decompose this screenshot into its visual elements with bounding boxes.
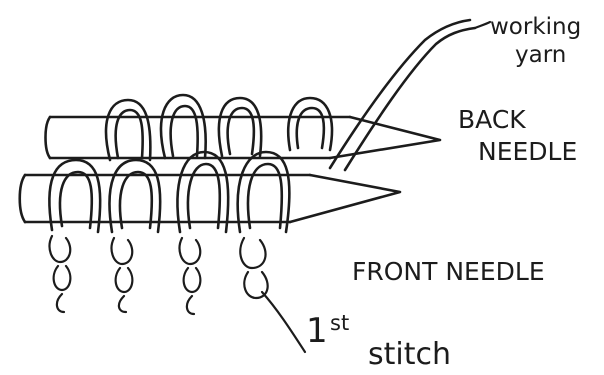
label-back-needle-2: NEEDLE	[478, 137, 577, 166]
label-front-needle: FRONT NEEDLE	[352, 257, 545, 286]
working-yarn	[330, 20, 475, 170]
label-working-yarn-2: yarn	[515, 42, 566, 68]
back-needle-stitches	[106, 95, 332, 160]
label-back-needle-1: BACK	[458, 105, 526, 134]
front-needle	[20, 175, 400, 222]
label-first-stitch-word: stitch	[368, 337, 451, 372]
label-first-stitch-number: 1	[306, 311, 328, 351]
back-needle	[46, 117, 441, 158]
label-working-yarn-1: working	[490, 14, 581, 40]
label-first-stitch-suffix: st	[330, 311, 349, 335]
